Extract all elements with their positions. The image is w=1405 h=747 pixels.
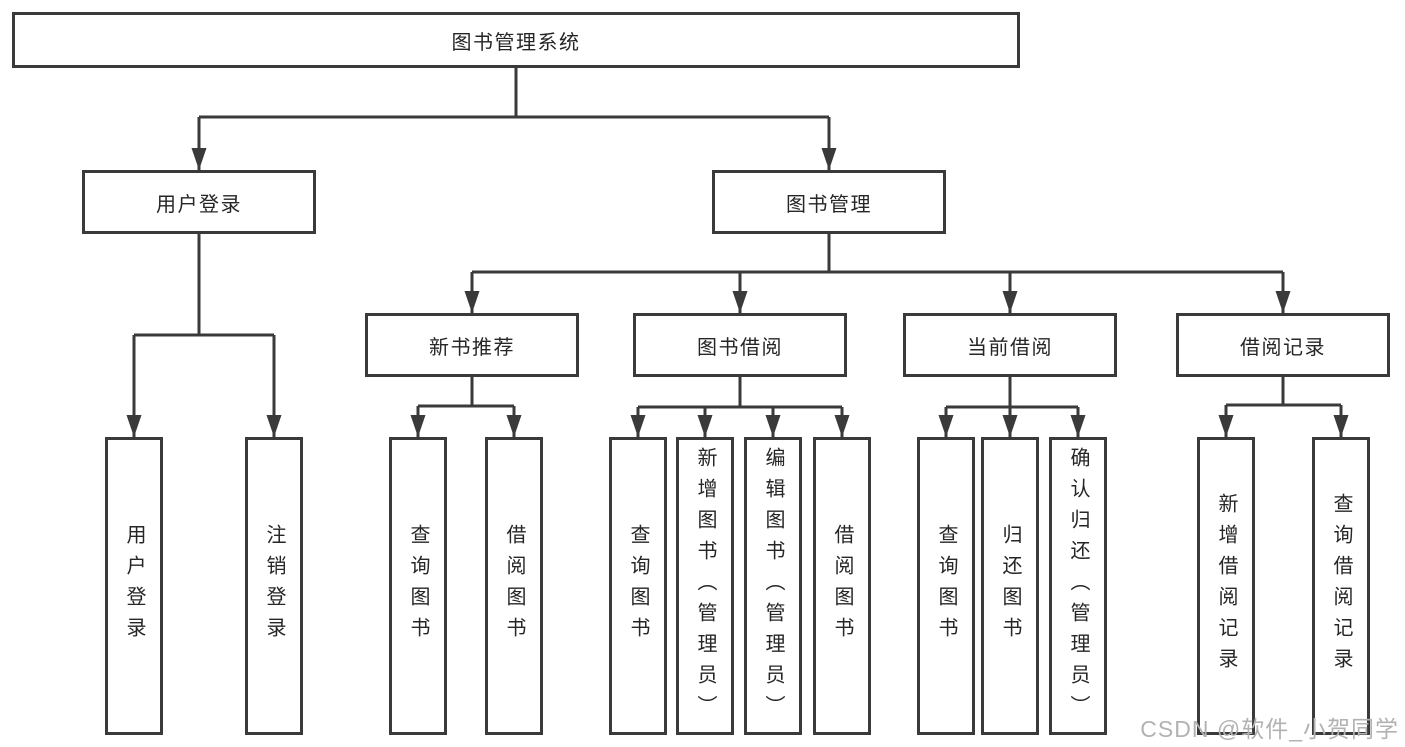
leaf-query-book-1: 查询图书 <box>389 437 447 735</box>
node-label: 图书管理系统 <box>451 31 581 54</box>
leaf-return-book: 归还图书 <box>981 437 1039 735</box>
leaf-edit-book-admin: 编辑图书（管理员） <box>744 437 802 735</box>
csdn-watermark: CSDN @软件_小贺同学 <box>1140 716 1399 742</box>
connector-root-to-level2 <box>191 68 837 170</box>
node-book-borrow: 图书借阅 <box>633 313 847 377</box>
node-current-borrow: 当前借阅 <box>903 313 1117 377</box>
leaf-logout: 注销登录 <box>245 437 303 735</box>
connector-trunk <box>946 377 1078 409</box>
leaf-borrow-book-1: 借阅图书 <box>485 437 543 735</box>
leaf-query-borrow-record: 查询借阅记录 <box>1312 437 1370 735</box>
node-borrow-record: 借阅记录 <box>1176 313 1390 377</box>
leaf-label: 查询图书 <box>627 524 649 648</box>
leaf-label: 编辑图书（管理员） <box>762 446 784 726</box>
connector-book-management-children <box>464 234 1291 313</box>
node-label: 图书管理 <box>786 193 872 216</box>
leaf-label: 查询借阅记录 <box>1330 493 1352 679</box>
leaf-label: 确认归还（管理员） <box>1067 446 1089 726</box>
leaf-add-borrow-record: 新增借阅记录 <box>1197 437 1255 735</box>
leaf-label: 查询图书 <box>407 524 429 648</box>
node-book-management: 图书管理 <box>712 170 946 234</box>
leaf-label: 用户登录 <box>123 524 145 648</box>
connector-trunk <box>472 234 1283 274</box>
node-label: 用户登录 <box>156 193 242 216</box>
leaf-confirm-return-admin: 确认归还（管理员） <box>1049 437 1107 735</box>
connector-borrow-record-children <box>1218 377 1349 437</box>
leaf-user-login: 用户登录 <box>105 437 163 735</box>
node-label: 借阅记录 <box>1240 336 1326 359</box>
connector-trunk <box>134 234 274 337</box>
node-label: 新书推荐 <box>429 336 515 359</box>
connector-trunk <box>1226 377 1341 407</box>
leaf-add-book-admin: 新增图书（管理员） <box>676 437 734 735</box>
leaf-label: 新增图书（管理员） <box>694 446 716 726</box>
connector-book-borrow-children <box>630 377 850 437</box>
leaf-label: 归还图书 <box>999 524 1021 648</box>
leaf-label: 注销登录 <box>263 524 285 648</box>
node-root-system: 图书管理系统 <box>12 12 1020 68</box>
connector-trunk <box>638 377 842 409</box>
connector-trunk <box>418 377 514 408</box>
connector-current-borrow-children <box>938 377 1086 437</box>
node-user-login: 用户登录 <box>82 170 316 234</box>
leaf-label: 借阅图书 <box>503 524 525 648</box>
connector-trunk <box>199 68 829 119</box>
leaf-label: 新增借阅记录 <box>1215 493 1237 679</box>
leaf-label: 查询图书 <box>935 524 957 648</box>
leaf-query-book-3: 查询图书 <box>917 437 975 735</box>
node-label: 图书借阅 <box>697 336 783 359</box>
leaf-query-book-2: 查询图书 <box>609 437 667 735</box>
connector-new-book-children <box>410 377 522 437</box>
node-new-book-recommend: 新书推荐 <box>365 313 579 377</box>
connector-user-login-children <box>126 234 282 437</box>
leaf-label: 借阅图书 <box>831 524 853 648</box>
leaf-borrow-book-2: 借阅图书 <box>813 437 871 735</box>
node-label: 当前借阅 <box>967 336 1053 359</box>
